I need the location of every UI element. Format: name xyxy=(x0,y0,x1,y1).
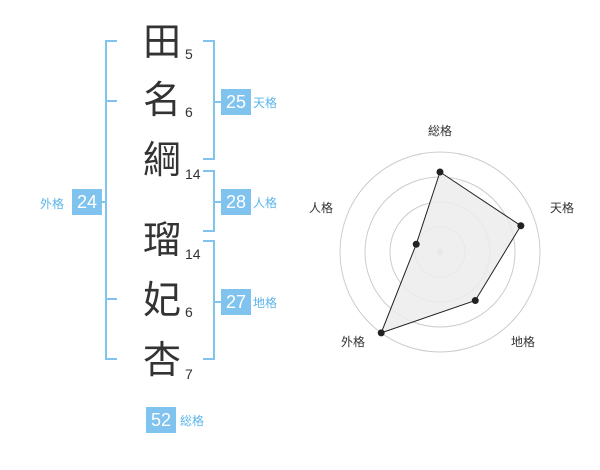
radar-point-1 xyxy=(517,222,525,230)
stroke-count-5: 6 xyxy=(185,304,193,320)
radar-points xyxy=(377,168,525,337)
jinkaku-badge: 28 xyxy=(221,189,251,215)
stroke-count-2: 6 xyxy=(185,104,193,120)
chikaku-badge: 27 xyxy=(221,289,251,315)
axis-label-gaikaku: 外格 xyxy=(341,334,365,349)
radar-point-2 xyxy=(471,297,479,305)
radar-point-3 xyxy=(377,329,385,337)
stroke-count-1: 5 xyxy=(185,46,193,62)
name-char-5: 妃 xyxy=(142,278,181,322)
stroke-count-4: 14 xyxy=(185,246,201,262)
axis-label-chikaku: 地格 xyxy=(511,334,535,349)
axis-label-soukaku: 総格 xyxy=(428,123,452,138)
chikaku-label: 地格 xyxy=(253,296,278,310)
tenkaku-badge: 25 xyxy=(221,89,251,115)
gaikaku-label: 外格 xyxy=(40,197,65,211)
radar-point-0 xyxy=(436,168,444,176)
name-char-2: 名 xyxy=(142,78,181,122)
jinkaku-label: 人格 xyxy=(253,196,278,210)
gaikaku-badge: 24 xyxy=(72,189,102,215)
name-char-6: 杏 xyxy=(142,338,181,382)
tenkaku-label: 天格 xyxy=(253,96,278,110)
name-char-3: 綱 xyxy=(142,138,181,182)
stroke-count-3: 14 xyxy=(185,166,201,182)
radar-point-4 xyxy=(412,240,420,248)
soukaku-badge: 52 xyxy=(146,407,176,433)
radar-ring xyxy=(339,151,541,353)
axis-label-jinkaku: 人格 xyxy=(309,200,333,215)
name-char-4: 瑠 xyxy=(142,218,181,262)
stroke-count-6: 7 xyxy=(185,366,193,382)
radar-area xyxy=(380,171,522,334)
soukaku-label: 総格 xyxy=(180,414,205,428)
name-char-1: 田 xyxy=(142,20,181,64)
axis-label-tenkaku: 天格 xyxy=(550,200,574,215)
